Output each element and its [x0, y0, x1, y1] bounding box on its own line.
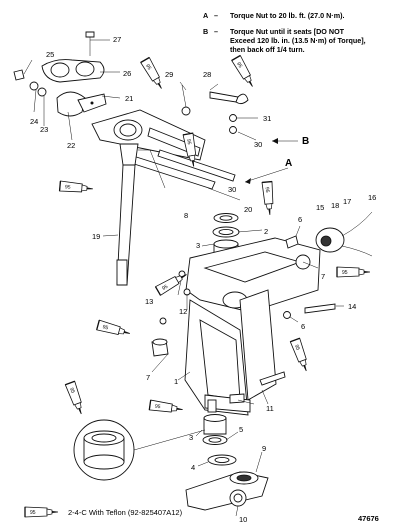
callout-b: B	[302, 136, 309, 147]
notes-block: A – Torque Nut to 20 lb. ft. (27.0 N·m).…	[203, 11, 366, 54]
part-label-22: 22	[67, 141, 75, 150]
svg-text:95: 95	[235, 61, 243, 69]
part-label-14: 14	[348, 302, 356, 311]
svg-text:95: 95	[264, 187, 270, 193]
part-label-12: 12	[179, 307, 187, 316]
note-a-line-1: Torque Nut to 20 lb. ft. (27.0 N·m).	[230, 11, 344, 20]
note-b-line-1: Torque Nut until it seats [DO NOT	[230, 27, 345, 36]
lubricant-tube-icon: 95	[148, 399, 185, 416]
svg-text:95: 95	[161, 284, 169, 292]
lubricant-tube-icon: 95	[24, 506, 59, 518]
part-label-19: 19	[92, 232, 100, 241]
swivel-pin	[116, 143, 139, 286]
part-label-30-lower: 30	[228, 185, 236, 194]
callouts: A B	[244, 136, 309, 184]
part-label-3-bottom: 3	[189, 433, 193, 442]
part-label-20: 20	[244, 205, 252, 214]
note-a-letter: A	[203, 11, 208, 20]
lubricant-tube-icon: 95	[336, 266, 371, 278]
svg-text:95: 95	[65, 184, 71, 190]
part-label-27: 27	[113, 35, 121, 44]
legend-text: 2-4-C With Teflon (92-825407A12)	[68, 508, 183, 517]
part-label-21: 21	[125, 94, 133, 103]
part-label-30-upper: 30	[254, 140, 262, 149]
part-label-24: 24	[30, 117, 38, 126]
part-label-26: 26	[123, 69, 131, 78]
note-b-line-3: then back off 1/4 turn.	[230, 45, 305, 54]
svg-text:95: 95	[68, 387, 76, 394]
part-label-16: 16	[368, 193, 376, 202]
legend: 95 2-4-C With Teflon (92-825407A12)	[24, 506, 183, 518]
part-label-8: 8	[184, 211, 188, 220]
part-label-11: 11	[266, 404, 274, 413]
part-label-10: 10	[239, 515, 247, 524]
lubricant-tubes: 95 95 95 95 95 95 95 95 95 95 95	[58, 54, 371, 417]
part-label-6-top: 6	[298, 215, 302, 224]
svg-text:95: 95	[342, 270, 348, 276]
note-b-line-2: Exceed 120 lb. in. (13.5 N·m) of Torque]…	[230, 36, 366, 45]
lower-bushings	[202, 414, 237, 466]
svg-text:95: 95	[102, 324, 109, 331]
seal-detail-inset	[73, 419, 206, 481]
figure-number: 47676	[358, 514, 379, 523]
upper-clamp-assembly	[13, 31, 107, 117]
lubricant-tube-icon: 95	[154, 269, 190, 296]
part-label-25: 25	[46, 50, 54, 59]
part-label-15: 15	[316, 203, 324, 212]
part-label-5: 5	[239, 425, 243, 434]
note-b-letter: B	[203, 27, 208, 36]
callout-a: A	[285, 158, 292, 169]
lubricant-tube-icon: 95	[231, 54, 258, 90]
lubricant-tube-icon: 95	[96, 319, 132, 340]
svg-text:95: 95	[144, 63, 152, 71]
part-label-1: 1	[174, 377, 178, 386]
part-label-7-left: 7	[146, 373, 150, 382]
part-label-23: 23	[40, 125, 48, 134]
leader-lines	[23, 39, 344, 517]
lubricant-tube-icon: 95	[64, 380, 87, 417]
part-label-28: 28	[203, 70, 211, 79]
side-bushings	[151, 338, 169, 357]
lubricant-tube-icon: 95	[140, 56, 167, 92]
note-b-dash: –	[214, 27, 218, 36]
trim-sensor	[285, 211, 373, 270]
note-a-dash: –	[214, 11, 218, 20]
part-label-4: 4	[191, 463, 195, 472]
part-label-7-right: 7	[321, 272, 325, 281]
part-label-13: 13	[145, 297, 153, 306]
svg-text:95: 95	[30, 510, 36, 516]
part-label-6-bottom: 6	[301, 322, 305, 331]
part-label-3-top: 3	[196, 241, 200, 250]
lubricant-tube-icon: 95	[261, 180, 276, 216]
lubricant-tube-icon: 95	[289, 337, 312, 374]
part-labels: 27 25 26 29 28 21 24 23 22 31 30 30 20 8…	[30, 35, 376, 524]
part-label-2: 2	[264, 227, 268, 236]
lubricant-tube-icon: 95	[182, 132, 200, 169]
lubricant-tube-icon: 95	[58, 180, 94, 195]
lower-yoke	[185, 471, 269, 511]
part-label-29: 29	[165, 70, 173, 79]
svg-text:95: 95	[185, 139, 192, 146]
part-label-17: 17	[343, 197, 351, 206]
steering-arm-assembly	[91, 91, 249, 190]
svg-text:95: 95	[154, 404, 161, 411]
part-label-31: 31	[263, 114, 271, 123]
swivel-bracket	[184, 237, 321, 416]
svg-text:95: 95	[293, 344, 301, 351]
part-label-9: 9	[262, 444, 266, 453]
part-label-18: 18	[331, 201, 339, 210]
